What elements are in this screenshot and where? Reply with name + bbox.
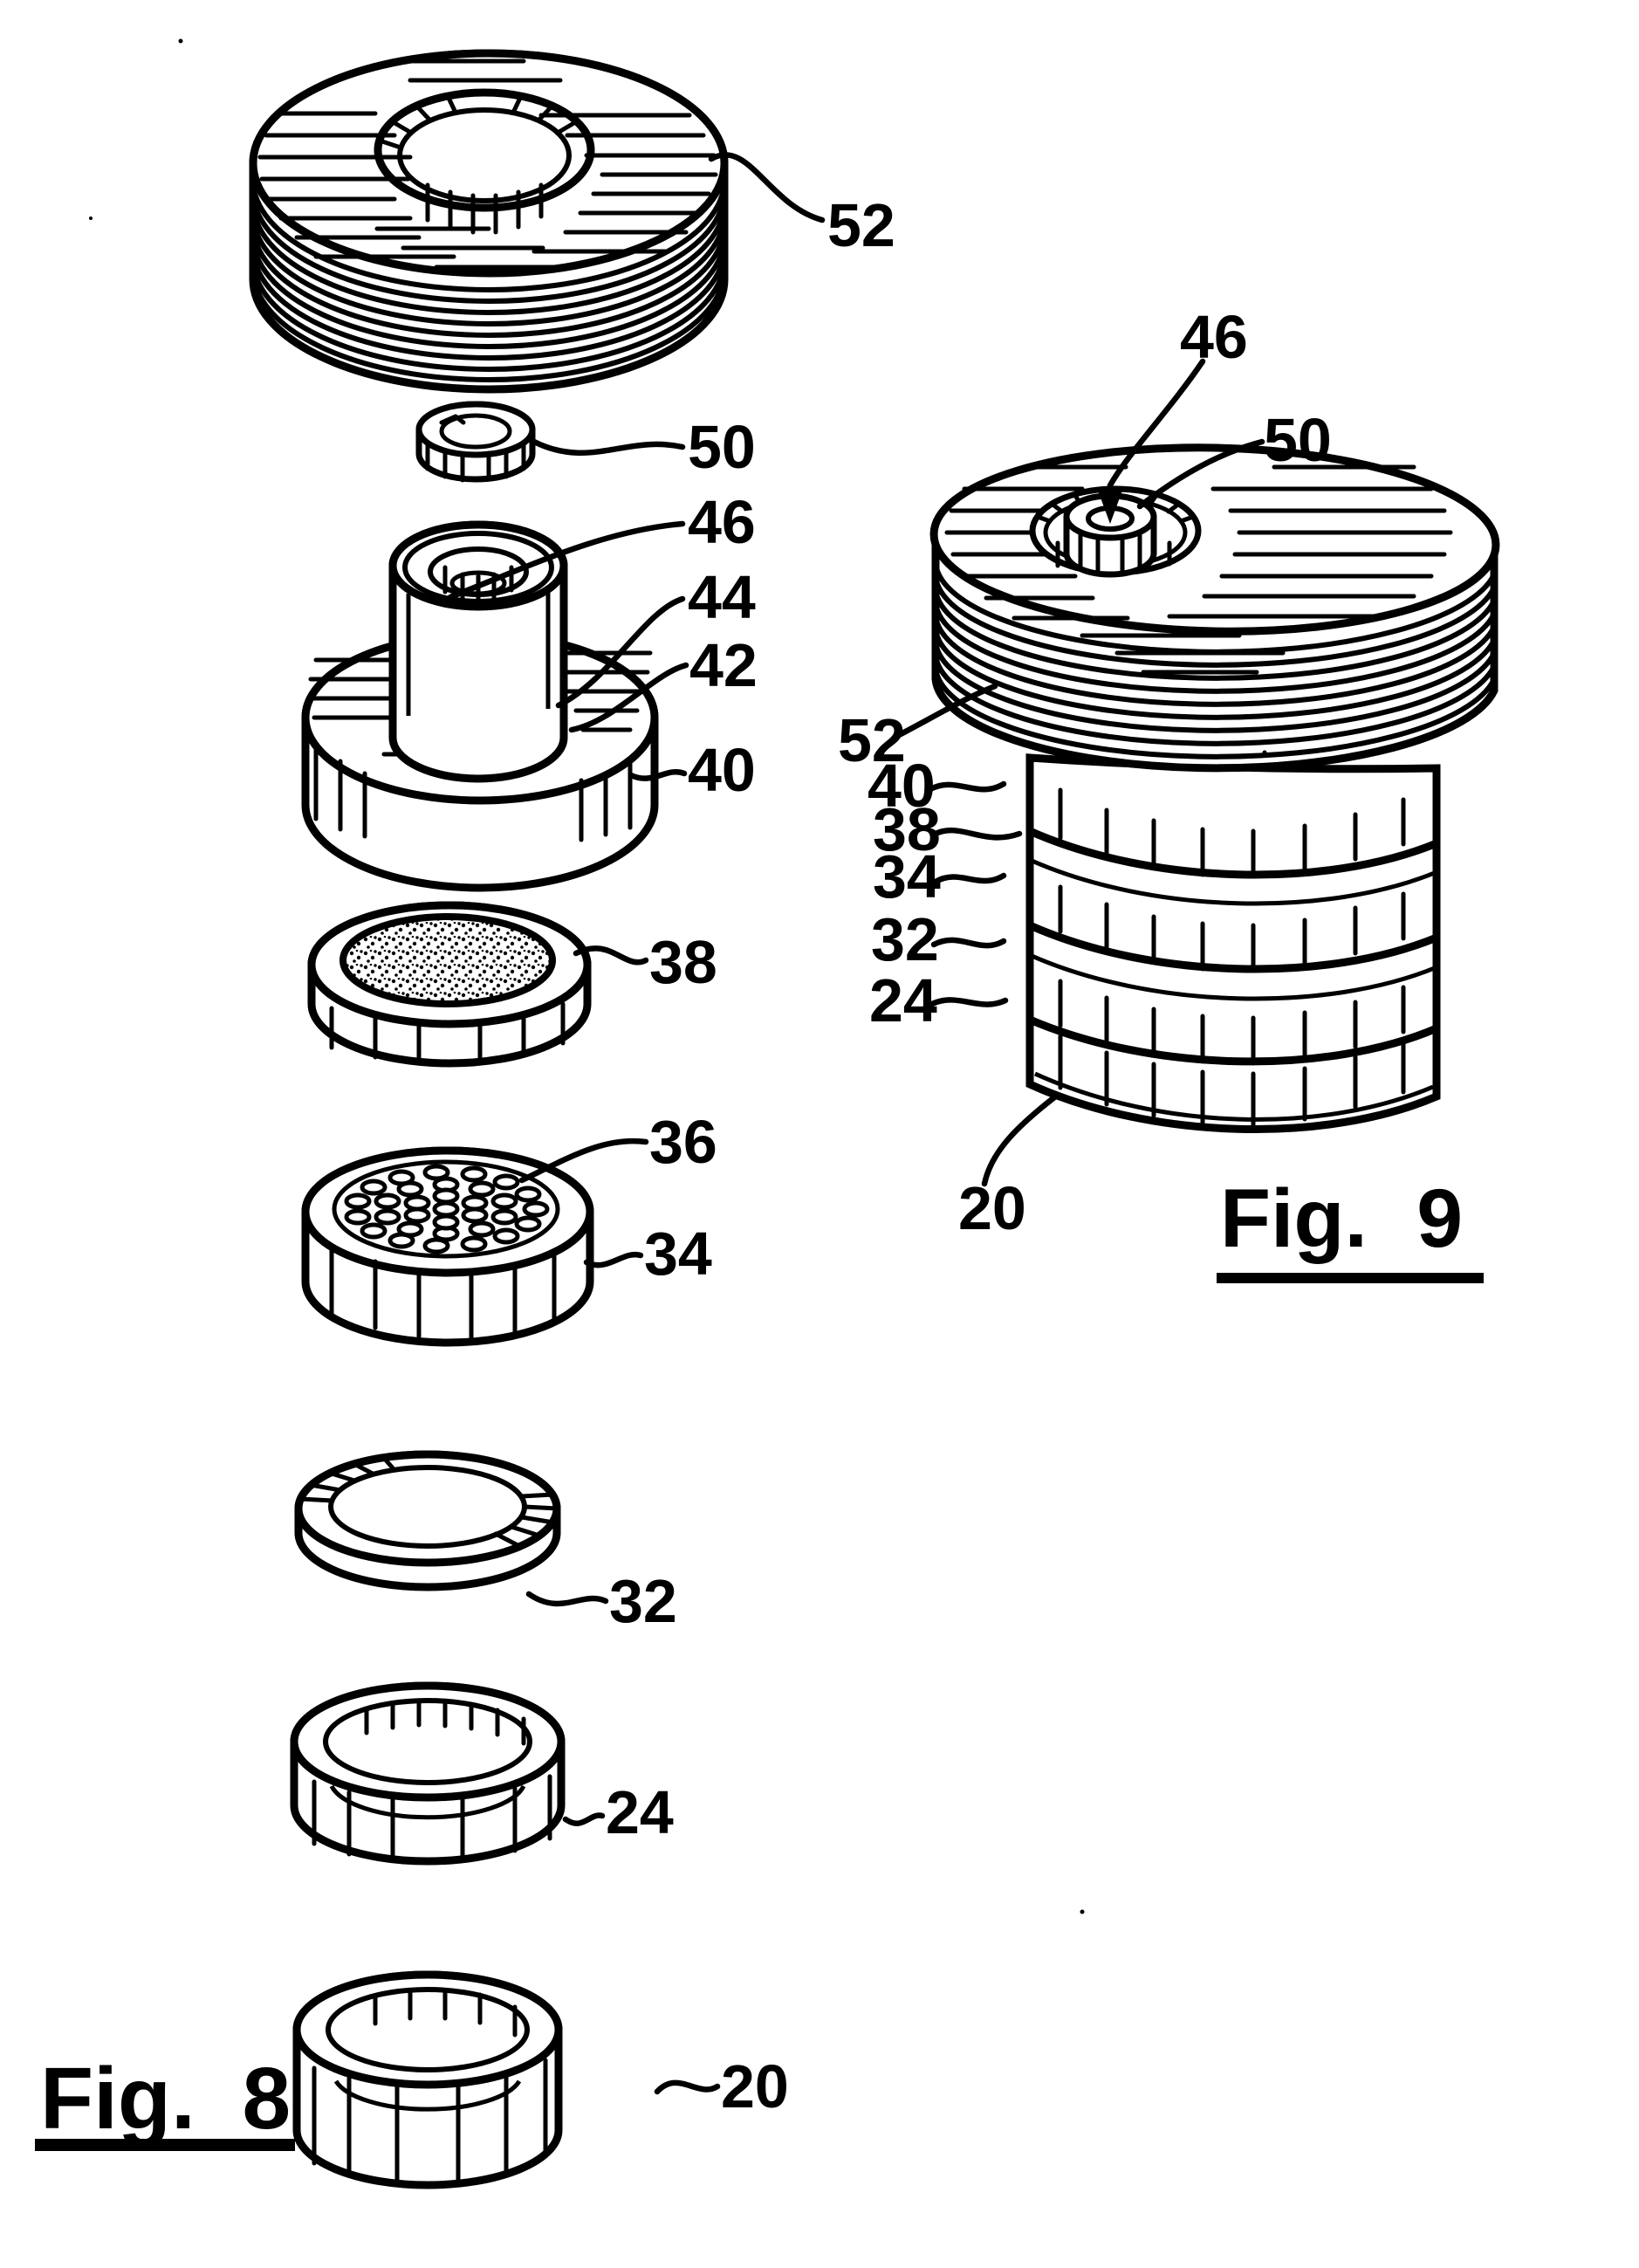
fig8-label-32: 32 <box>609 1567 677 1635</box>
fig9-label-46: 46 <box>1180 303 1248 371</box>
fig8-label-20: 20 <box>721 2052 789 2120</box>
fig8-leader-46 <box>447 520 686 601</box>
fig8-cap-top-hatch-lines <box>257 58 718 270</box>
fig9-boss-50 <box>1063 492 1157 578</box>
fig8-exploded-view: 52 50 46 44 42 40 38 36 34 32 24 20 Fig.… <box>35 49 895 2189</box>
fig9-caption: Fig. 9 <box>1217 1172 1484 1283</box>
fig9-body-stack <box>1025 753 1441 1133</box>
fig8-leader-38 <box>573 945 649 966</box>
fig8-caption-text: Fig. 8 <box>40 2050 291 2148</box>
fig9-assembled-view: 46 50 52 40 38 34 32 24 20 Fig. 9 <box>838 303 1500 1283</box>
fig8-screen-mesh <box>339 913 556 1007</box>
fig9-leader-34 <box>932 872 1007 885</box>
fig9-caption-text: Fig. 9 <box>1220 1172 1463 1265</box>
fig9-leader-46-arrowhead <box>1098 491 1122 524</box>
fig8-leader-50 <box>531 438 686 456</box>
fig8-leader-32 <box>525 1591 609 1607</box>
fig8-part-ring-20 <box>292 1970 563 2189</box>
fig9-leader-40 <box>927 780 1007 793</box>
fig8-label-44: 44 <box>688 563 756 631</box>
fig9-leader-52 <box>895 683 998 739</box>
fig8-flange-side-ticks <box>313 743 633 842</box>
fig8-leader-lines <box>447 152 826 2095</box>
fig9-caption-underline <box>1217 1273 1484 1283</box>
fig9-reference-numerals: 46 50 52 40 38 34 32 24 20 <box>838 303 1332 1242</box>
fig8-caption: Fig. 8 <box>35 2050 295 2151</box>
fig8-leader-44 <box>555 595 686 709</box>
fig9-cap-top-hatch-lines <box>944 464 1453 675</box>
fig9-label-52: 52 <box>838 706 906 774</box>
fig8-label-46: 46 <box>688 488 756 556</box>
fig8-part-perforated-disc-34 <box>301 1146 594 1347</box>
fig8-label-36: 36 <box>649 1108 717 1176</box>
fig9-label-50: 50 <box>1264 406 1332 474</box>
fig9-label-34: 34 <box>873 842 941 911</box>
fig8-cap-center-hole <box>374 88 595 235</box>
fig9-leader-32 <box>930 937 1007 949</box>
fig9-label-38: 38 <box>873 795 941 863</box>
fig9-leader-38 <box>930 828 1023 841</box>
fig8-leader-20 <box>654 2079 721 2095</box>
fig8-leader-34 <box>583 1251 644 1268</box>
fig8-reference-numerals: 52 50 46 44 42 40 38 36 34 32 24 20 <box>606 191 895 2120</box>
fig8-leader-24 <box>562 1812 606 1826</box>
fig9-cap-52 <box>929 443 1500 773</box>
fig8-label-52: 52 <box>827 191 895 259</box>
fig9-leader-50 <box>1136 438 1265 510</box>
fig8-label-34: 34 <box>644 1220 712 1288</box>
fig9-leader-46 <box>1107 358 1206 489</box>
fig8-part-ring-24 <box>290 1681 566 1866</box>
fig9-leader-20 <box>981 1091 1061 1187</box>
fig8-part-ring-50 <box>415 401 536 483</box>
fig8-label-40: 40 <box>688 736 756 804</box>
ink-specks <box>89 38 1267 1914</box>
fig9-body-hatch-ticks <box>1058 787 1406 1127</box>
fig8-leader-40 <box>627 769 688 781</box>
fig9-label-32: 32 <box>871 905 939 973</box>
fig8-part-washer-32 <box>294 1450 561 1591</box>
fig9-label-20: 20 <box>958 1174 1026 1242</box>
fig8-leader-36 <box>518 1137 649 1184</box>
fig8-part-hub-44 <box>388 520 568 783</box>
fig9-leader-24 <box>929 997 1009 1007</box>
fig8-label-50: 50 <box>688 413 756 481</box>
fig8-label-42: 42 <box>689 631 758 699</box>
fig9-label-24: 24 <box>869 966 937 1034</box>
fig8-leader-42 <box>568 662 689 733</box>
fig8-caption-underline <box>35 2139 295 2151</box>
fig8-label-38: 38 <box>649 928 717 996</box>
fig9-label-40: 40 <box>868 752 936 820</box>
fig8-holes-36 <box>344 1164 550 1254</box>
fig8-label-24: 24 <box>606 1778 674 1846</box>
fig8-part-screen-disc-38 <box>307 901 592 1068</box>
fig9-leader-lines <box>895 358 1265 1187</box>
fig8-leader-52 <box>708 152 826 223</box>
fig8-part-cap-52 <box>249 49 729 394</box>
